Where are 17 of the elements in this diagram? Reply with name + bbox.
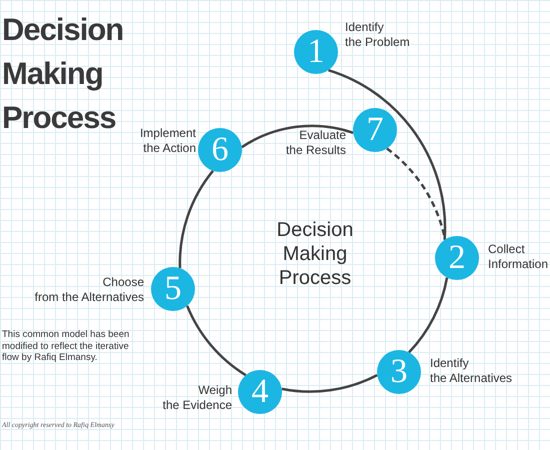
title-text: Decision Making Process (2, 11, 124, 137)
connector-line (178, 170, 214, 268)
step-label: Identify the Alternatives (430, 356, 514, 386)
step-label: Choose from the Alternatives (34, 275, 144, 305)
center-label: Decision Making Process (276, 218, 354, 290)
connector-line (282, 374, 378, 393)
step-label: Identify the Problem (345, 20, 411, 50)
step-label: Collect Information (488, 242, 550, 272)
connector-line (408, 277, 448, 354)
connector-line (241, 124, 354, 148)
note-text: This common model has been modified to reflect the iterative flow by Rafiq Elmansy. (2, 329, 130, 364)
dashed-connector (386, 148, 446, 240)
step-label: Weigh the Evidence (162, 383, 232, 413)
connector-line (328, 69, 446, 240)
step-label: Evaluate the Results (284, 128, 346, 158)
step-label: Implement the Action (138, 126, 196, 156)
connector-line (186, 305, 247, 376)
